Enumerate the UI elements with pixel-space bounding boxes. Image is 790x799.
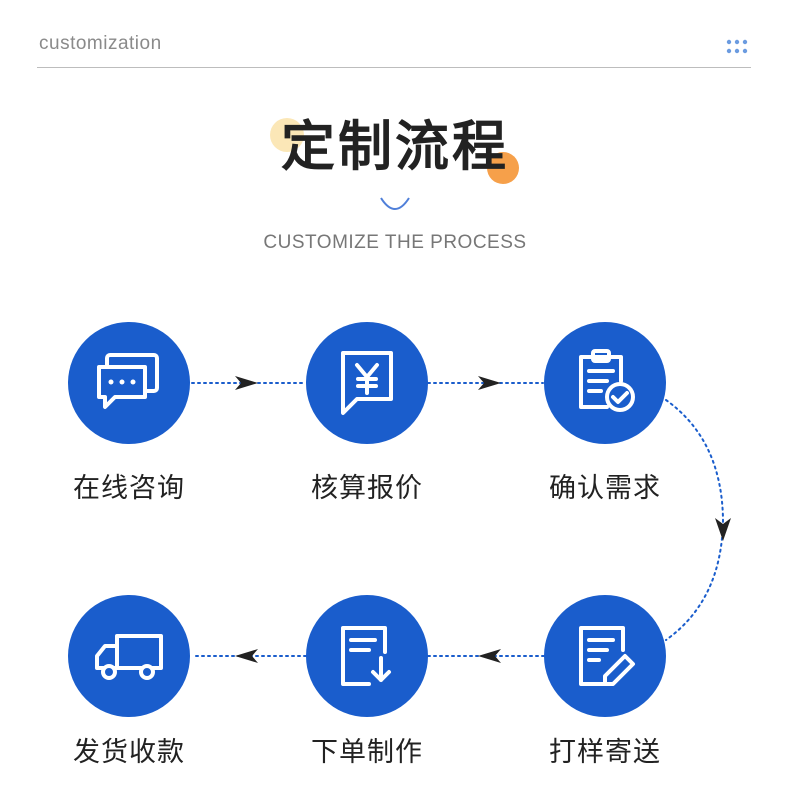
delivery-truck-icon — [95, 634, 163, 680]
step-6-circle — [68, 595, 190, 717]
step-2-label: 核算报价 — [311, 473, 423, 504]
page-subtitle: CUSTOMIZE THE PROCESS — [263, 232, 527, 253]
arrow-down-icon — [715, 518, 731, 541]
arrow-right-icon — [235, 376, 258, 390]
step-2-circle — [306, 322, 428, 444]
arrow-left-icon — [478, 649, 501, 663]
chat-bubbles-icon — [97, 353, 159, 409]
step-5-label: 下单制作 — [311, 737, 423, 768]
page-title: 定制流程 — [281, 115, 509, 178]
title-decoration-yellow — [270, 118, 304, 152]
step-6-label: 发货收款 — [73, 737, 185, 768]
arrow-left-icon — [235, 649, 258, 663]
yen-document-icon — [341, 351, 393, 415]
title-block: 定制流程 — [0, 108, 790, 188]
header-label: customization — [39, 33, 162, 54]
header-divider — [37, 67, 751, 68]
step-4-label: 打样寄送 — [549, 737, 661, 768]
document-download-icon — [341, 626, 391, 686]
step-5-circle — [306, 595, 428, 717]
title-arc-icon — [380, 197, 410, 210]
dots-grid-icon — [726, 39, 748, 54]
step-3-label: 确认需求 — [549, 473, 661, 504]
title-decoration-orange — [487, 152, 519, 184]
step-1-circle — [68, 322, 190, 444]
step-1-label: 在线咨询 — [73, 473, 185, 504]
document-edit-icon — [579, 626, 635, 686]
step-3-circle — [544, 322, 666, 444]
clipboard-check-icon — [579, 349, 635, 412]
step-4-circle — [544, 595, 666, 717]
arrow-right-icon — [478, 376, 501, 390]
